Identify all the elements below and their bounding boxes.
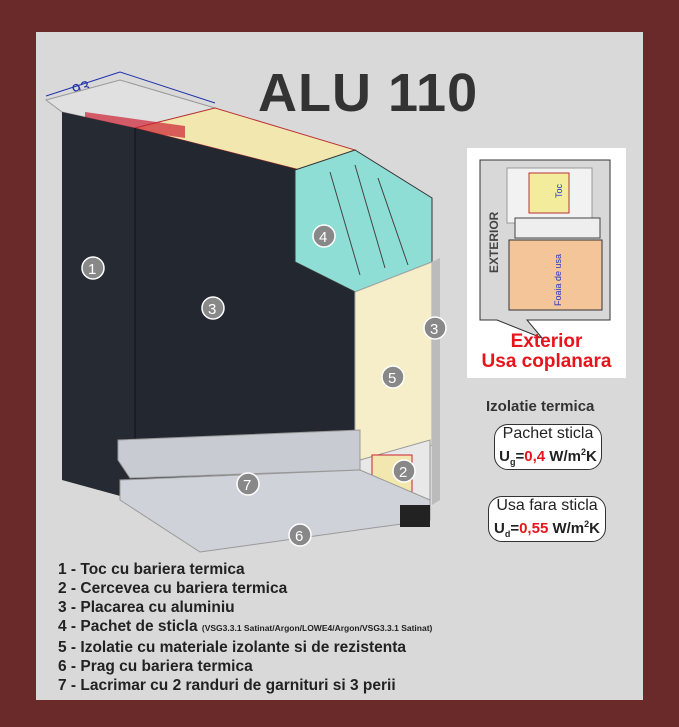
- callout-7: 7: [236, 472, 260, 496]
- legend: 1 - Toc cu bariera termica 2 - Cercevea …: [58, 560, 432, 695]
- frame-face: [62, 112, 135, 500]
- svg-text:2: 2: [399, 464, 407, 481]
- dimension-line: [45, 71, 121, 97]
- inset-caption-2: Usa coplanara: [481, 351, 612, 372]
- legend-item: 1 - Toc cu bariera termica: [58, 561, 245, 578]
- legend-item: 3 - Placarea cu aluminiu: [58, 599, 235, 616]
- coplanar-inset: EXTERIOR Toc Foaia de usa Exterior Usa c…: [467, 148, 626, 378]
- callout-6: 6: [288, 523, 312, 547]
- glass-u-value-box: Pachet sticla Ug=0,4 W/m2K: [494, 424, 602, 470]
- legend-item: 2 - Cercevea cu bariera termica: [58, 580, 288, 597]
- legend-item: 5 - Izolatie cu materiale izolante si de…: [58, 639, 407, 656]
- svg-text:3: 3: [208, 301, 216, 318]
- svg-text:6: 6: [295, 528, 303, 545]
- callout-3: 3: [201, 296, 225, 320]
- inset-caption-1: Exterior: [510, 331, 583, 352]
- svg-text:3: 3: [430, 321, 438, 338]
- door-label: Usa fara sticla: [496, 497, 598, 514]
- callout-1: 1: [81, 256, 105, 280]
- glass-u-value: 0,4: [524, 448, 546, 465]
- door-u-value: 0,55: [519, 520, 549, 537]
- callout-2: 2: [392, 459, 416, 483]
- svg-text:1: 1: [88, 261, 96, 278]
- legend-item: 4 - Pachet de sticla (VSG3.3.1 Satinat/A…: [58, 618, 433, 635]
- svg-text:4: 4: [319, 229, 327, 246]
- svg-text:7: 7: [243, 477, 251, 494]
- legend-item: 6 - Prag cu bariera termica: [58, 658, 253, 675]
- exterior-side-label: EXTERIOR: [487, 211, 501, 273]
- door-u-value-box: Usa fara sticla Ud=0,55 W/m2K: [488, 496, 606, 542]
- svg-text:5: 5: [388, 370, 396, 387]
- callout-5: 5: [381, 365, 405, 389]
- thermal-break: [85, 111, 185, 139]
- leaf-label: Foaia de usa: [553, 254, 563, 306]
- threshold: [119, 469, 431, 553]
- page-title: ALU 110: [258, 63, 479, 123]
- glass-label: Pachet sticla: [502, 425, 594, 442]
- cladding-edge: [432, 258, 440, 505]
- toc-label: Toc: [554, 183, 564, 198]
- legend-item: 7 - Lacrimar cu 2 randuri de garnituri s…: [58, 677, 396, 694]
- callout-4: 4: [312, 224, 336, 248]
- dimension-line: [119, 71, 216, 104]
- thermal-heading: Izolatie termica: [486, 398, 595, 415]
- gasket: [400, 505, 430, 527]
- callout-3b: 3: [423, 316, 447, 340]
